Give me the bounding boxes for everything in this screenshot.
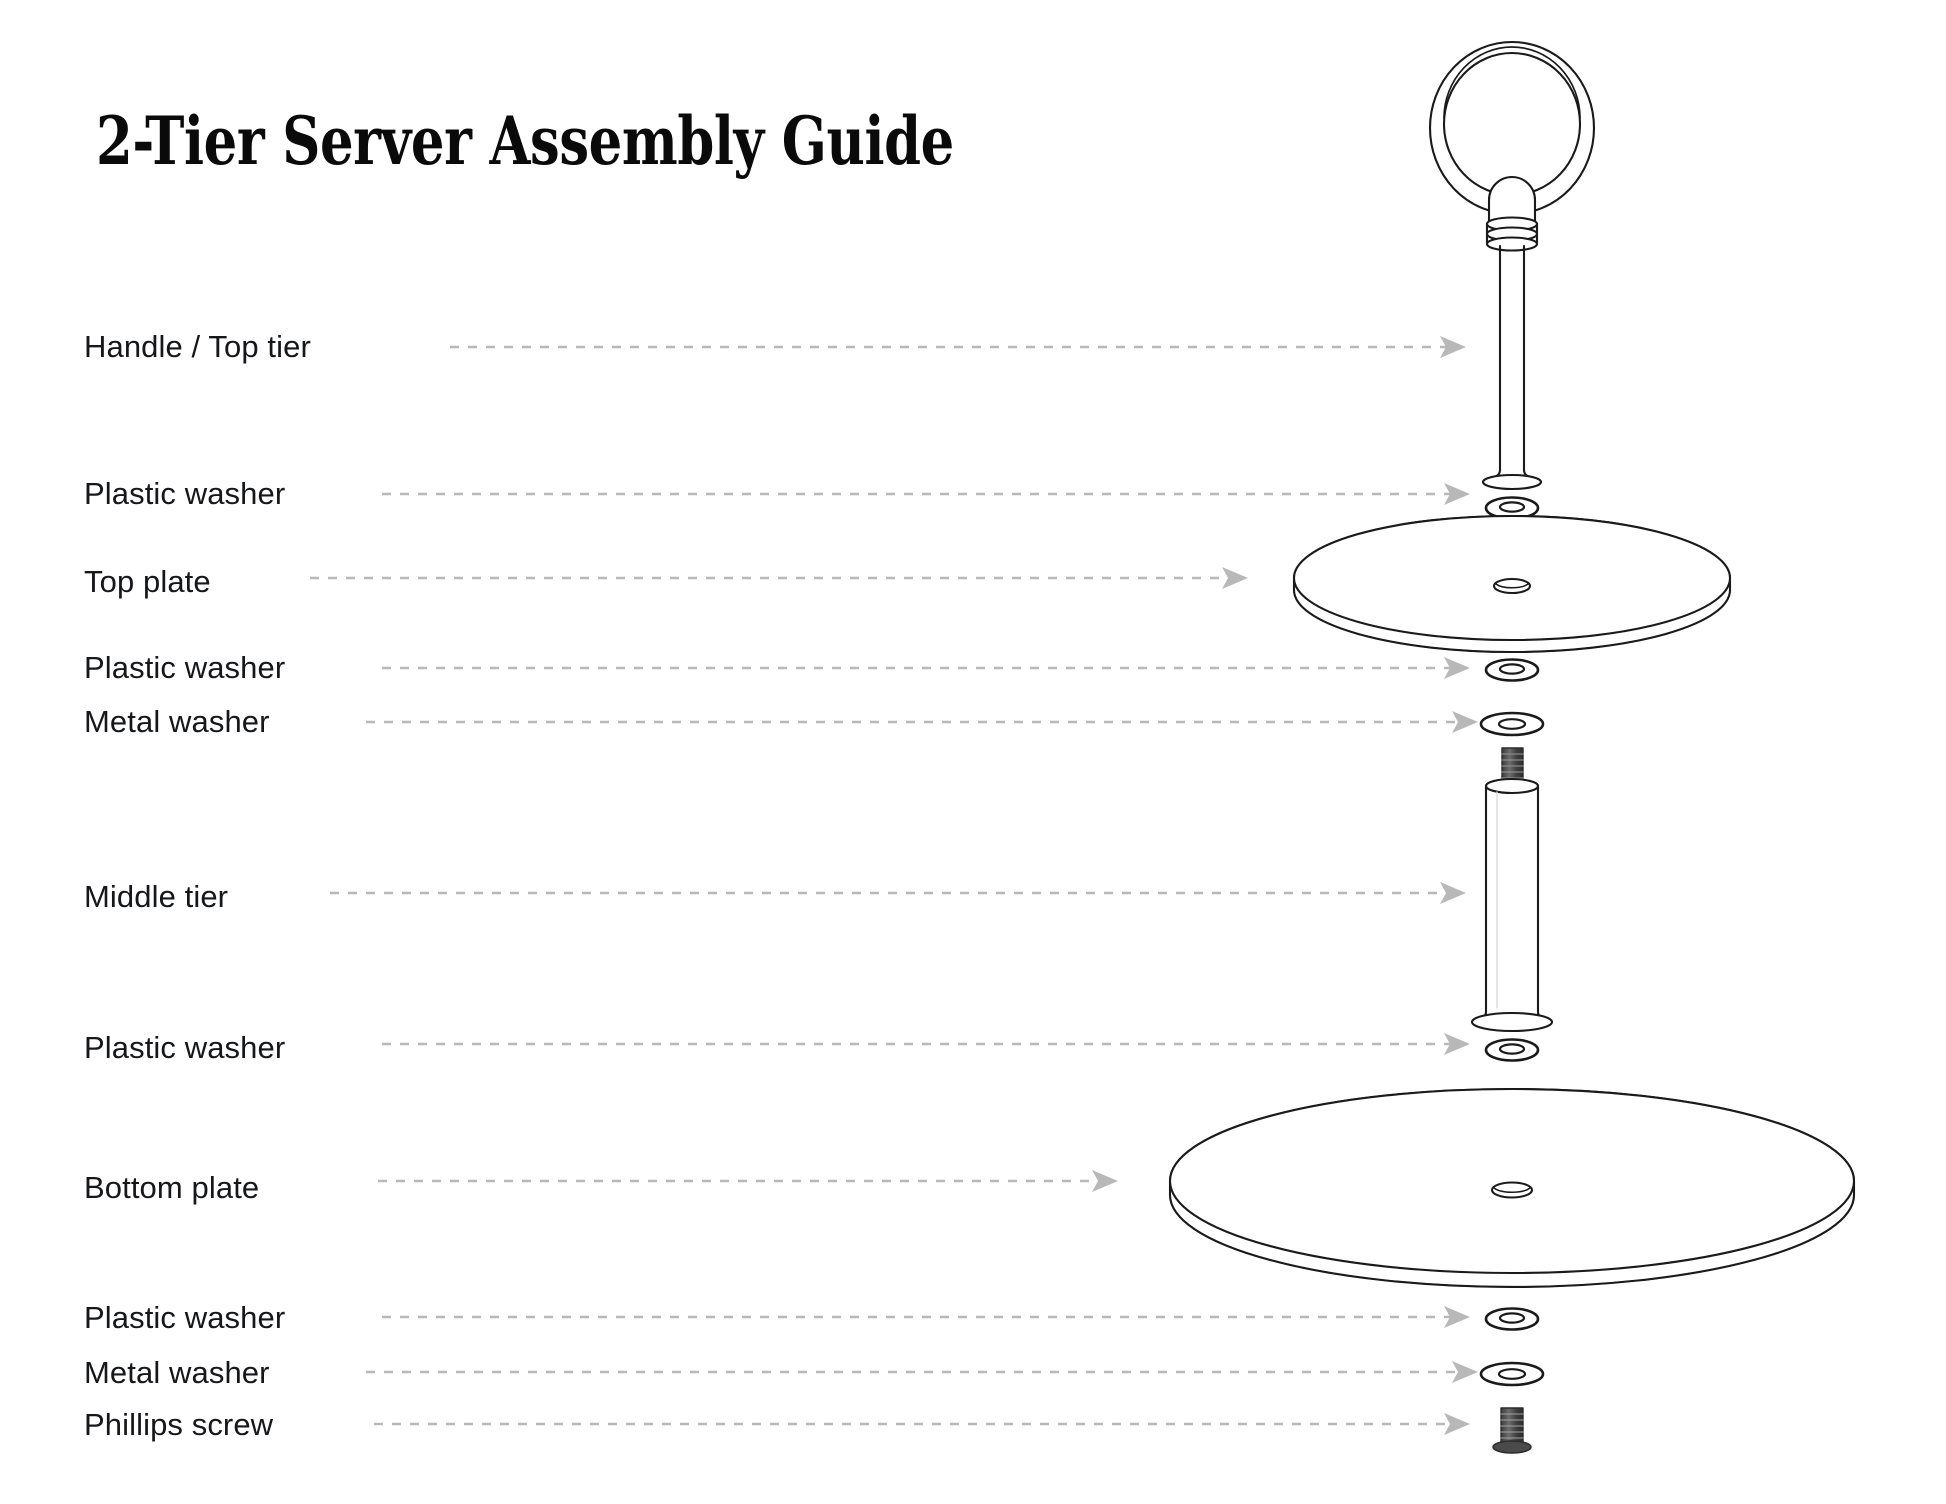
leader-arrowhead [1452, 1361, 1478, 1383]
leader-arrowhead [1440, 336, 1466, 358]
label-handle-top-tier: Handle / Top tier [84, 329, 311, 364]
label-top-plate: Top plate [84, 564, 211, 599]
leader-arrowhead [1092, 1170, 1118, 1192]
leader-arrowhead [1222, 567, 1248, 589]
label-phillips-screw: Phillips screw [84, 1407, 274, 1442]
label-plastic-washer-4: Plastic washer [84, 1300, 286, 1335]
leader-arrowhead [1444, 657, 1470, 679]
metal-washer-2-art [1479, 1361, 1545, 1387]
page-title: 2-Tier Server Assembly Guide [96, 102, 954, 180]
label-bottom-plate: Bottom plate [84, 1170, 260, 1205]
label-plastic-washer-3: Plastic washer [84, 1030, 286, 1065]
handle-top-tier-art [1428, 40, 1596, 491]
leader-arrowhead [1440, 882, 1466, 904]
label-plastic-washer-2: Plastic washer [84, 650, 286, 685]
top-plate-art [1292, 514, 1732, 654]
leader-arrowhead [1444, 483, 1470, 505]
leader-arrowhead [1452, 711, 1478, 733]
plastic-washer-2-art [1484, 658, 1540, 682]
label-metal-washer-1: Metal washer [84, 704, 270, 739]
plastic-washer-1-art [1484, 496, 1540, 520]
leader-arrowhead [1444, 1413, 1470, 1435]
leader-arrowhead [1444, 1306, 1470, 1328]
bottom-plate-art [1168, 1087, 1856, 1289]
middle-tier-art [1470, 747, 1554, 1033]
label-metal-washer-2: Metal washer [84, 1355, 270, 1390]
label-plastic-washer-1: Plastic washer [84, 476, 286, 511]
leader-arrowhead [1444, 1033, 1470, 1055]
phillips-screw-art [1492, 1407, 1532, 1454]
label-middle-tier: Middle tier [84, 879, 229, 914]
plastic-washer-4-art [1484, 1307, 1540, 1331]
plastic-washer-3-art [1484, 1038, 1540, 1062]
metal-washer-1-art [1479, 711, 1545, 737]
